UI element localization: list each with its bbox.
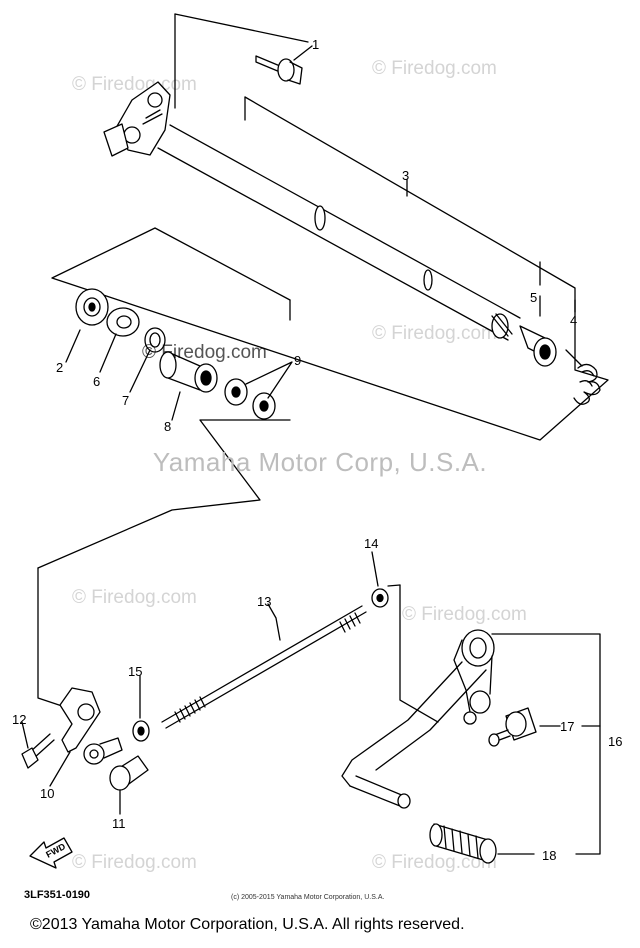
callout-15: 15: [128, 664, 142, 679]
callout-16: 16: [608, 734, 622, 749]
linework: [21, 13, 609, 869]
callout-8: 8: [164, 419, 171, 434]
lower-frame-line: [37, 419, 291, 569]
part-17-joint: [488, 707, 537, 747]
part-16-shift-pedal: [341, 629, 495, 809]
part-6-washer: [106, 307, 140, 337]
part-8-bushing: [159, 351, 218, 393]
shift-shaft-arm: [103, 81, 171, 157]
part-9-washers: [224, 378, 276, 420]
watermark: © Firedog.com: [72, 74, 197, 95]
callout-3: 3: [402, 168, 409, 183]
part-15-nut: [132, 720, 150, 742]
part-3-shift-shaft: [157, 124, 521, 341]
part-1-screw: [255, 55, 303, 85]
part-4-spring: [565, 349, 601, 405]
part-5-collar: [519, 325, 557, 367]
fwd-arrow-icon: [29, 837, 73, 869]
part-14-nut: [371, 588, 389, 608]
callout-18: 18: [542, 848, 556, 863]
callout-6: 6: [93, 374, 100, 389]
callout-1: 1: [312, 37, 319, 52]
footer-copyright: ©2013 Yamaha Motor Corporation, U.S.A. A…: [30, 916, 465, 933]
callout-2: 2: [56, 360, 63, 375]
callout-5: 5: [530, 290, 537, 305]
callout-4: 4: [570, 313, 577, 328]
lower-frame-line: [399, 584, 439, 723]
small-copyright: (c) 2005-2015 Yamaha Motor Corporation, …: [231, 894, 385, 901]
callout-12: 12: [12, 712, 26, 727]
watermark: © Firedog.com: [402, 604, 527, 625]
part-18-pedal-rubber: [429, 823, 497, 864]
part-12-bolt: [21, 733, 55, 769]
callout-17: 17: [560, 719, 574, 734]
callout-7: 7: [122, 393, 129, 408]
lower-frame-line: [387, 584, 401, 587]
upper-frame-line: [174, 13, 309, 43]
watermark: © Firedog.com: [372, 323, 497, 344]
part-11-joint: [109, 755, 149, 791]
leader-lines: [21, 45, 601, 855]
part-2-oil-seal: [75, 288, 109, 326]
watermark: © Firedog.com: [372, 58, 497, 79]
part-7-circlip: [144, 327, 166, 353]
part-10-shift-arm: [59, 687, 123, 765]
callout-11: 11: [112, 816, 126, 831]
callout-9: 9: [294, 353, 301, 368]
part-code: 3LF351-0190: [24, 889, 91, 901]
center-watermark: Yamaha Motor Corp, U.S.A.: [152, 447, 488, 477]
callout-14: 14: [364, 536, 378, 551]
lower-frame-line: [37, 567, 63, 707]
callout-10: 10: [40, 786, 54, 801]
callout-group: 1 2 3 4 5 6 7 8 9 10 11 12 13 14 15 16 1…: [12, 37, 622, 863]
part-13-shift-rod: [161, 605, 367, 729]
callout-13: 13: [257, 594, 271, 609]
watermark: © Firedog.com: [72, 587, 197, 608]
watermark: © Firedog.com: [72, 852, 197, 873]
watermark: © Firedog.com: [372, 852, 497, 873]
